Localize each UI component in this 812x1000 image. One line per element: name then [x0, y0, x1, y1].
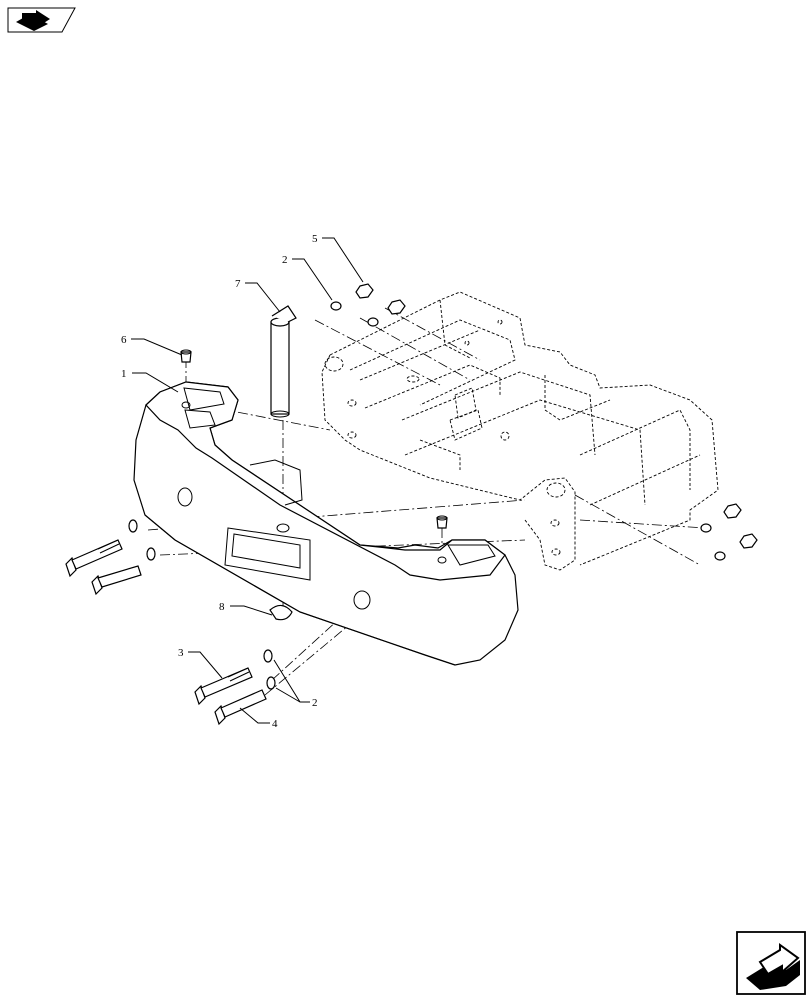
clip-part-8 — [269, 604, 293, 621]
counterweight — [133, 381, 519, 666]
previous-page-icon[interactable] — [7, 7, 76, 33]
nuts — [355, 283, 758, 549]
callout-7: 7 — [235, 278, 241, 290]
callout-2-upper: 2 — [282, 254, 288, 266]
leader-lines — [131, 237, 364, 724]
bolt-part-4 — [214, 689, 267, 726]
callout-2-lower: 2 — [312, 697, 318, 709]
bolt-part-3 — [194, 667, 253, 706]
tractor-frame — [321, 291, 719, 571]
bolt-upper-left — [65, 539, 123, 578]
pin-lower-right — [436, 515, 448, 529]
callout-5: 5 — [312, 233, 318, 245]
callout-4: 4 — [272, 718, 278, 730]
pin-part-7 — [270, 305, 297, 418]
callout-3: 3 — [178, 647, 184, 659]
washers — [128, 301, 726, 690]
pin-part-6 — [180, 349, 192, 363]
callout-6: 6 — [121, 334, 127, 346]
callout-8: 8 — [219, 601, 225, 613]
next-page-icon[interactable] — [736, 931, 806, 995]
callout-1: 1 — [121, 368, 127, 380]
bolt-lower-left — [91, 565, 142, 596]
